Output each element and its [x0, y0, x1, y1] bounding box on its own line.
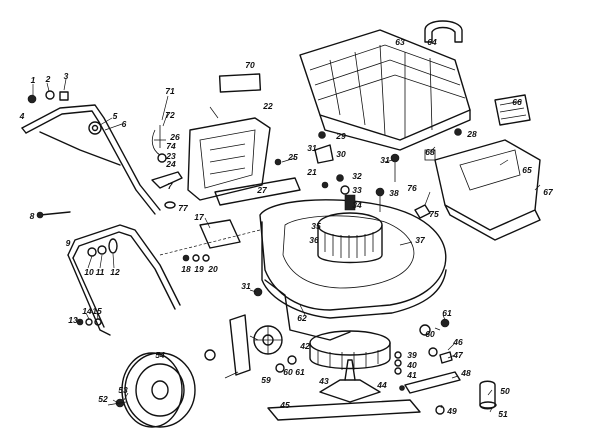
label-part-62: 62	[297, 312, 307, 323]
label-part-71: 71	[165, 85, 175, 96]
label-part-1: 1	[30, 74, 36, 85]
motor	[317, 194, 383, 264]
label-part-15: 15	[92, 305, 102, 316]
catcher-handle	[424, 20, 463, 43]
upper-handle	[21, 104, 161, 215]
label-part-68: 68	[425, 146, 435, 157]
label-part-36: 36	[309, 234, 319, 245]
label-part-77: 77	[178, 202, 188, 213]
label-part-35: 35	[311, 220, 321, 231]
label-part-52: 52	[98, 393, 108, 404]
label-part-60-right: 60	[425, 328, 435, 339]
label-part-37: 37	[415, 234, 425, 245]
label-part-61-right: 61	[442, 307, 452, 318]
lower-handle	[67, 224, 181, 336]
label-part-2: 2	[45, 73, 51, 84]
label-part-12: 12	[110, 266, 120, 277]
label-part-49: 49	[447, 405, 457, 416]
label-part-59: 59	[261, 374, 271, 385]
cutting-blade	[267, 359, 421, 421]
handle-panel	[187, 73, 271, 201]
label-part-9: 9	[65, 237, 71, 248]
label-part-48: 48	[461, 367, 471, 378]
label-part-76: 76	[407, 182, 417, 193]
bolt-left	[253, 287, 263, 297]
label-part-31-center: 31	[380, 154, 390, 165]
label-part-17: 17	[194, 211, 204, 222]
rear-axle-bracket	[404, 318, 497, 415]
label-part-51: 51	[498, 408, 508, 419]
label-part-14: 14	[82, 305, 92, 316]
label-part-45: 45	[280, 399, 290, 410]
label-part-33: 33	[352, 184, 362, 195]
label-part-24: 24	[166, 158, 176, 169]
label-part-72: 72	[165, 109, 175, 120]
label-part-8: 8	[29, 210, 35, 221]
label-part-40: 40	[407, 359, 417, 370]
plate	[214, 158, 301, 206]
label-part-31-left: 31	[241, 280, 251, 291]
mower-deck	[259, 199, 447, 341]
rear-cover	[424, 94, 541, 241]
label-part-47: 47	[453, 349, 463, 360]
washers-right	[394, 351, 402, 375]
label-part-60-left: 60	[283, 366, 293, 377]
label-part-7: 7	[167, 180, 173, 191]
label-part-74: 74	[166, 140, 176, 151]
label-part-30: 30	[336, 148, 346, 159]
label-part-53: 53	[118, 384, 128, 395]
screws-center	[314, 128, 462, 219]
label-part-38: 38	[389, 187, 399, 198]
label-part-23: 23	[166, 150, 176, 161]
label-part-25: 25	[288, 151, 298, 162]
label-part-6: 6	[121, 118, 127, 129]
label-part-11: 11	[95, 266, 105, 277]
label-part-46: 46	[453, 336, 463, 347]
label-part-32: 32	[352, 170, 362, 181]
label-part-21: 21	[307, 166, 317, 177]
label-part-70: 70	[245, 59, 255, 70]
label-part-3: 3	[63, 70, 69, 81]
label-part-41: 41	[407, 369, 417, 380]
label-part-20: 20	[208, 263, 218, 274]
label-part-54: 54	[155, 349, 165, 360]
label-part-31-top: 31	[307, 142, 317, 153]
label-part-10: 10	[84, 266, 94, 277]
label-part-66: 66	[512, 96, 522, 107]
leader-lines	[32, 78, 541, 413]
label-part-50: 50	[500, 385, 510, 396]
label-part-27: 27	[257, 184, 267, 195]
label-part-19: 19	[194, 263, 204, 274]
label-part-28: 28	[467, 128, 477, 139]
height-adjuster	[204, 314, 297, 376]
label-part-63: 63	[395, 36, 405, 47]
label-part-42: 42	[300, 340, 310, 351]
front-wheel	[107, 352, 196, 428]
label-part-34: 34	[352, 199, 362, 210]
control-lever	[151, 125, 183, 209]
label-part-13: 13	[68, 314, 78, 325]
label-part-44: 44	[377, 379, 387, 390]
label-part-4: 4	[19, 110, 25, 121]
label-part-39: 39	[407, 349, 417, 360]
label-part-64: 64	[427, 36, 437, 47]
bracket	[159, 219, 261, 262]
label-part-65: 65	[522, 164, 532, 175]
label-part-75: 75	[429, 208, 439, 219]
label-part-43: 43	[319, 375, 329, 386]
label-part-67: 67	[543, 186, 553, 197]
label-part-61-left: 61	[295, 366, 305, 377]
fan-ring	[309, 330, 391, 370]
grass-catcher	[299, 29, 471, 151]
label-part-22: 22	[263, 100, 273, 111]
label-part-18: 18	[181, 263, 191, 274]
label-part-29: 29	[336, 130, 346, 141]
label-part-26: 26	[170, 131, 180, 142]
label-part-5: 5	[112, 110, 118, 121]
hardware-left	[27, 90, 118, 326]
